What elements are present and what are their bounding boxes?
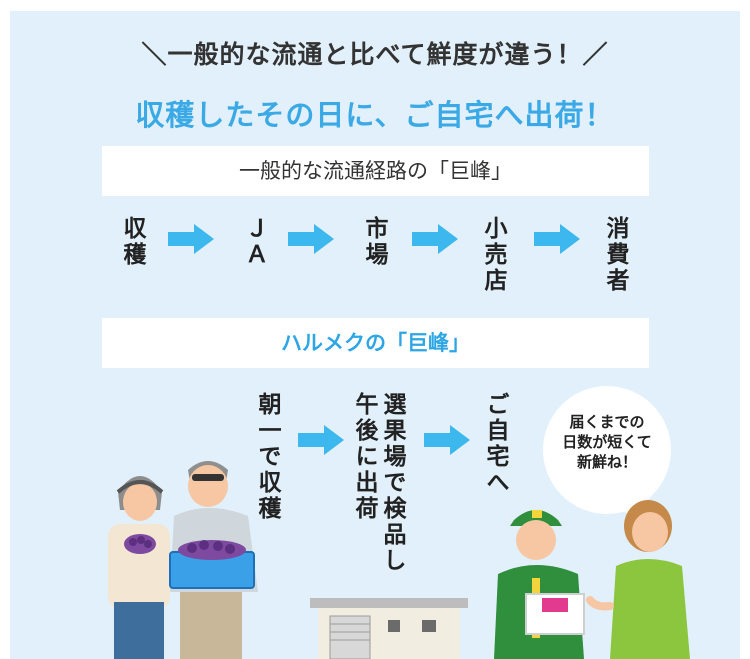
warehouse-illustration <box>310 598 468 659</box>
headline: ＼一般的な流通と比べて鮮度が違う！／ <box>141 40 609 69</box>
arrow-right-icon <box>412 224 458 254</box>
halmek-route-title: ハルメクの「巨峰」 <box>102 318 649 368</box>
general-step-consumer: 消費者 <box>602 216 628 294</box>
arrow-right-icon <box>168 224 214 254</box>
farmer-couple-illustration <box>108 461 258 659</box>
general-route-title: 一般的な流通経路の「巨峰」 <box>102 146 649 196</box>
arrow-right-icon <box>424 425 470 455</box>
halmek-step-ship: 午後に出荷 <box>351 392 377 522</box>
speech-line-2: 日数が短くて <box>562 433 652 451</box>
arrow-right-icon <box>534 224 580 254</box>
halmek-step-harvest: 朝一で収穫 <box>254 392 280 522</box>
halmek-step-home: ご自宅へ <box>482 392 508 496</box>
speech-line-1: 届くまでの <box>569 413 645 431</box>
subheadline: 収穫したその日に、ご自宅へ出荷！ <box>135 98 615 132</box>
general-step-ja: ＪＡ <box>241 216 267 268</box>
general-step-market: 市場 <box>361 216 387 268</box>
halmek-step-inspect: 選果場で検品し <box>379 392 405 574</box>
arrow-right-icon <box>288 224 334 254</box>
speech-bubble-text: 届くまでの 日数が短くて 新鮮ね！ <box>538 412 676 472</box>
speech-line-3: 新鮮ね！ <box>576 453 637 471</box>
arrow-right-icon <box>298 425 344 455</box>
general-step-retailer: 小売店 <box>480 216 506 294</box>
delivery-person-illustration <box>494 510 585 659</box>
customer-illustration <box>586 500 690 659</box>
general-step-harvest: 収穫 <box>119 216 145 268</box>
